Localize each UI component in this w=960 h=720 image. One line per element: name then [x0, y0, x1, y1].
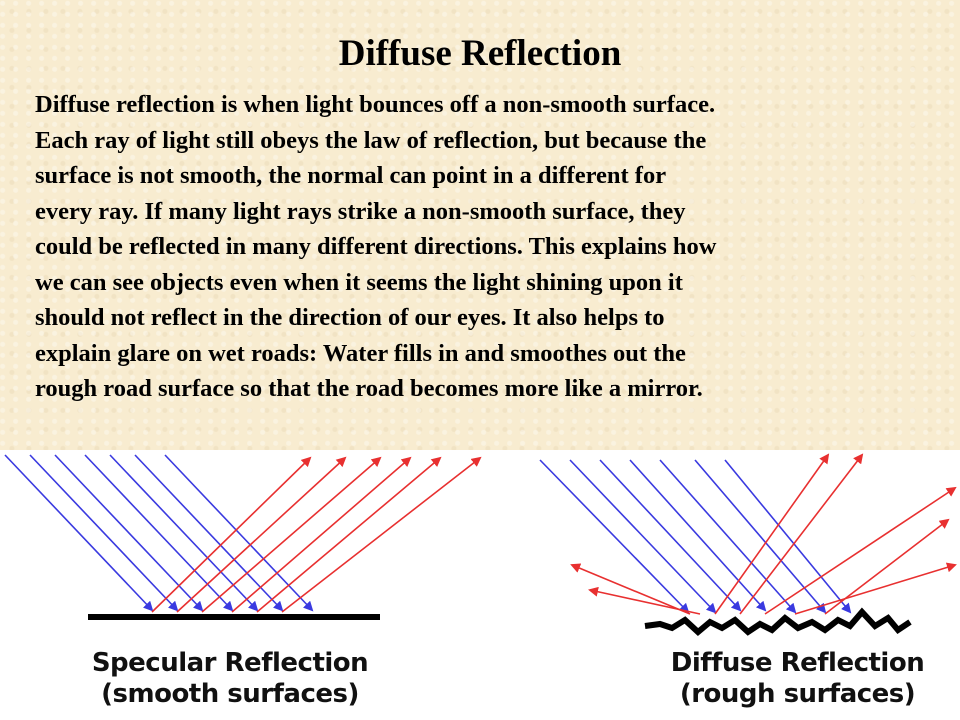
specular-caption-line1: Specular Reflection	[91, 648, 369, 678]
diffuse-caption-line2: (rough surfaces)	[679, 679, 916, 709]
diffuse-diagram	[539, 453, 957, 636]
diffuse-caption-line1: Diffuse Reflection	[670, 648, 925, 678]
specular-reflected-rays	[151, 456, 482, 613]
diffuse-incident-rays	[539, 459, 852, 614]
diffuse-caption: Diffuse Reflection (rough surfaces)	[655, 648, 940, 710]
slide-title: Diffuse Reflection	[338, 33, 622, 74]
specular-caption: Specular Reflection (smooth surfaces)	[85, 648, 375, 710]
diffuse-reflected-rays	[570, 453, 957, 615]
specular-caption-line2: (smooth surfaces)	[101, 679, 359, 709]
rough-surface	[644, 607, 912, 636]
specular-diagram	[4, 454, 482, 620]
specular-incident-rays	[4, 454, 314, 612]
body-paragraph: Diffuse reflection is when light bounces…	[35, 91, 717, 402]
